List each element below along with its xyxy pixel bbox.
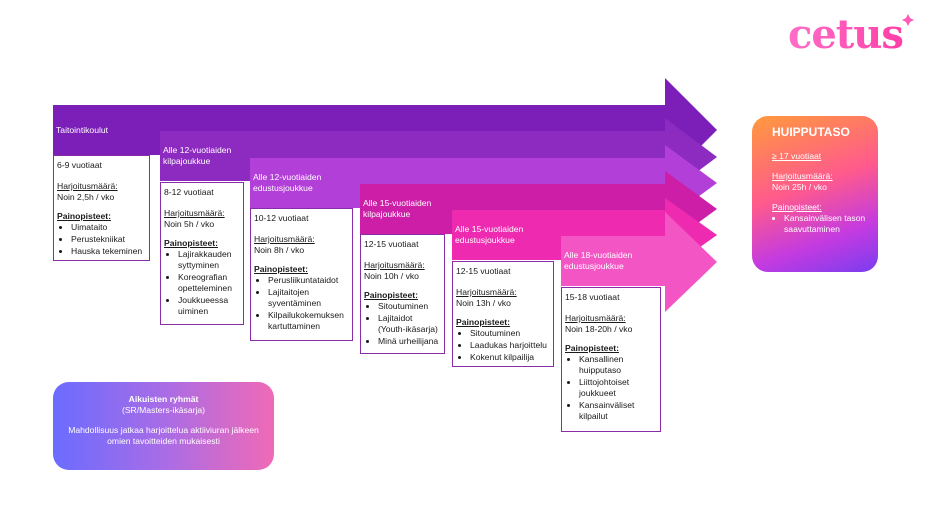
band-label: Alle 12-vuotiaiden edustusjoukkue [253,172,322,193]
focus-item: Koreografian opetteleminen [178,272,240,294]
info-card-8-12: 8-12 vuotiaat Harjoitusmäärä: Noin 5h / … [160,182,244,325]
focus-item: Uimataito [71,222,146,233]
card-training-label: Harjoitusmäärä: [164,208,225,218]
card-training: Noin 8h / vko [254,245,305,255]
card-training: Noin 18-20h / vko [565,324,633,334]
card-focus-list: Lajirakkauden syttyminen Koreografian op… [164,249,240,317]
focus-item: Lajitaidot (Youth-ikäsarja) [378,313,441,335]
svg-text:cetus: cetus [788,11,903,58]
card-focus-list: Kansallinen huipputaso Liittojohtoiset j… [565,354,657,422]
focus-item: Hauska tekeminen [71,246,146,257]
card-focus-label: Painopisteet: [57,211,111,221]
focus-item: Kansainväliset kilpailut [579,400,657,422]
band-label: Alle 12-vuotiaiden kilpajoukkue [163,145,232,166]
card-focus-label: Painopisteet: [254,264,308,274]
focus-item: Kilpailukokemuksen kartuttaminen [268,310,349,332]
card-age: 12-15 vuotiaat [364,239,419,249]
peak-focus-list: Kansainvälisen tason saavuttaminen [772,213,868,235]
card-focus-label: Painopisteet: [456,317,510,327]
peak-training: Noin 25h / vko [772,182,827,192]
card-age: 8-12 vuotiaat [164,187,214,197]
arrowhead-6 [665,212,717,312]
card-training: Noin 5h / vko [164,219,215,229]
peak-training-label: Harjoitusmäärä: [772,171,833,181]
card-focus-label: Painopisteet: [164,238,218,248]
info-card-15-18: 15-18 vuotiaat Harjoitusmäärä: Noin 18-2… [561,287,661,432]
focus-item: Liittojohtoiset joukkueet [579,377,657,399]
info-card-12-15-kilpa: 12-15 vuotiaat Harjoitusmäärä: Noin 10h … [360,234,445,354]
band-alle18-edustus: Alle 18-vuotiaiden edustusjoukkue [561,236,665,286]
card-training: Noin 10h / vko [364,271,419,281]
card-age: 12-15 vuotiaat [456,266,511,276]
focus-item: Sitoutuminen [378,301,441,312]
adult-groups-box: Aikuisten ryhmät (SR/Masters-ikäsarja) M… [53,382,274,470]
focus-item: Joukkueessa uiminen [178,295,240,317]
focus-item: Lajirakkauden syttyminen [178,249,240,271]
card-training: Noin 13h / vko [456,298,511,308]
info-card-10-12: 10-12 vuotiaat Harjoitusmäärä: Noin 8h /… [250,208,353,341]
card-age: 6-9 vuotiaat [57,160,102,170]
card-training-label: Harjoitusmäärä: [565,313,626,323]
focus-item: Lajitaitojen syventäminen [268,287,349,309]
focus-item: Perustekniikat [71,234,146,245]
peak-focus-label: Painopisteet: [772,202,822,212]
peak-title: HUIPPUTASO [772,125,850,139]
info-card-6-9: 6-9 vuotiaat Harjoitusmäärä: Noin 2,5h /… [53,155,150,261]
card-focus-label: Painopisteet: [364,290,418,300]
card-training-label: Harjoitusmäärä: [456,287,517,297]
focus-item: Kokenut kilpailija [470,352,550,363]
peak-level-box: HUIPPUTASO ≥ 17 vuotiaat Harjoitusmäärä:… [752,116,878,272]
card-focus-label: Painopisteet: [565,343,619,353]
adult-title: Aikuisten ryhmät [128,394,199,404]
card-training-label: Harjoitusmäärä: [364,260,425,270]
card-age: 10-12 vuotiaat [254,213,309,223]
adult-description: Mahdollisuus jatkaa harjoittelua aktiivi… [68,425,259,446]
card-training-label: Harjoitusmäärä: [254,234,315,244]
band-label: Taitointikoulut [56,124,109,135]
focus-item: Kansallinen huipputaso [579,354,657,376]
focus-item: Minä urheilijana [378,336,441,347]
band-label: Alle 15-vuotiaiden edustusjoukkue [455,224,524,245]
card-age: 15-18 vuotiaat [565,292,620,302]
focus-item: Perusliikuntataidot [268,275,349,286]
peak-age: ≥ 17 vuotiaat [772,151,822,161]
card-focus-list: Sitoutuminen Laadukas harjoittelu Kokenu… [456,328,550,363]
band-label: Alle 18-vuotiaiden edustusjoukkue [564,250,633,271]
card-focus-list: Perusliikuntataidot Lajitaitojen syventä… [254,275,349,332]
band-label: Alle 15-vuotiaiden kilpajoukkue [363,198,432,219]
focus-item: Laadukas harjoittelu [470,340,550,351]
focus-item: Sitoutuminen [470,328,550,339]
cetus-logo: cetus [788,11,914,58]
card-training-label: Harjoitusmäärä: [57,181,118,191]
adult-subtitle: (SR/Masters-ikäsarja) [121,405,206,415]
card-focus-list: Uimataito Perustekniikat Hauska tekemine… [57,222,146,257]
card-training: Noin 2,5h / vko [57,192,115,202]
card-focus-list: Sitoutuminen Lajitaidot (Youth-ikäsarja)… [364,301,441,347]
info-card-12-15-edustus: 12-15 vuotiaat Harjoitusmäärä: Noin 13h … [452,261,554,367]
focus-item: Kansainvälisen tason saavuttaminen [784,213,868,235]
